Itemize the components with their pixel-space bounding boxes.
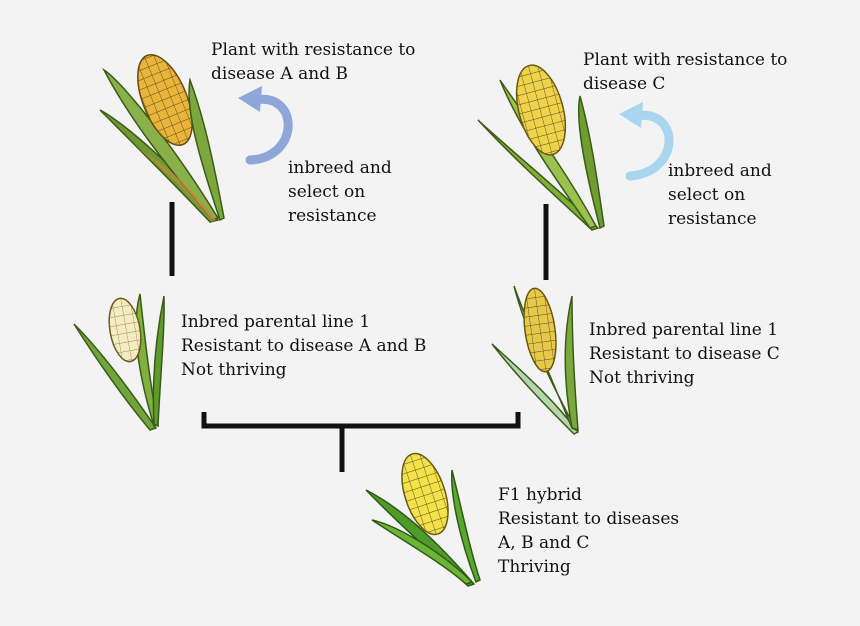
corn-plant-icon xyxy=(73,293,165,431)
connector-lines xyxy=(169,202,549,472)
corn-plant-icon xyxy=(365,452,481,587)
top-right-cycle-text: inbreed and select on resistance xyxy=(668,161,772,229)
hybrid-text: F1 hybrid Resistant to diseases A, B and… xyxy=(498,485,680,577)
top-left-title: Plant with resistance to disease A and B xyxy=(211,40,416,84)
parent-right-text: Inbred parental line 1 Resistant to dise… xyxy=(589,320,780,388)
corn-plant-icon xyxy=(491,285,580,435)
cycle-arrow-icon xyxy=(238,86,293,165)
top-left-cycle-text: inbreed and select on resistance xyxy=(288,158,392,226)
connector-bracket xyxy=(201,412,521,429)
cycle-arrow-icon xyxy=(619,102,674,181)
parent-left-text: Inbred parental line 1 Resistant to dise… xyxy=(181,312,427,380)
corn-plant-icon xyxy=(477,64,605,231)
corn-plant-icon xyxy=(99,53,225,223)
top-right-title: Plant with resistance to disease C xyxy=(583,50,788,94)
